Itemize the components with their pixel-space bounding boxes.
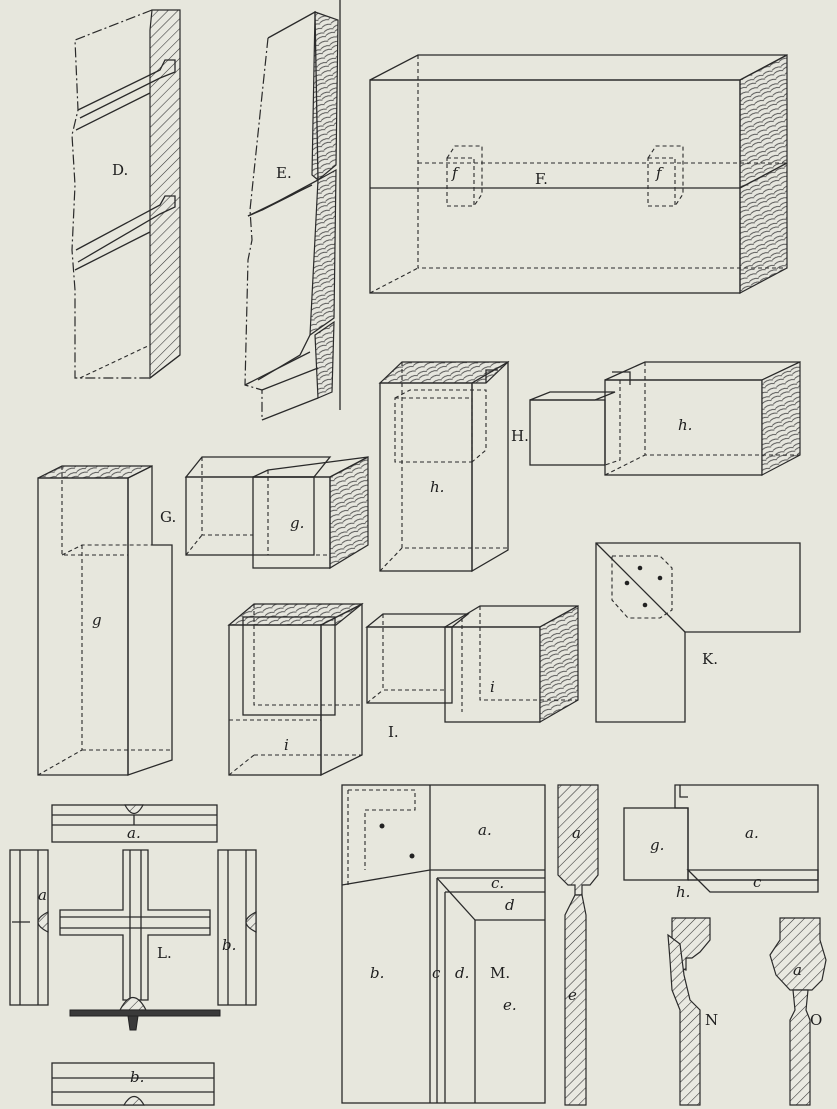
label-e: E. <box>276 164 292 182</box>
label-f2: f <box>655 164 664 182</box>
nail-dot <box>637 565 643 571</box>
label-h-big: H. <box>511 427 529 445</box>
label-no-a: a. <box>745 824 759 842</box>
nail-dot <box>642 602 648 608</box>
figure-h-beam: H. h. <box>511 361 801 476</box>
label-d: D. <box>112 161 128 179</box>
figure-m-section: a e <box>557 784 599 1106</box>
figure-m: a. c. d b. c d. M. e. <box>341 784 546 1104</box>
nail-dot <box>624 580 630 586</box>
label-l-b-right: b. <box>222 936 236 954</box>
figure-no-elevation: g. a. c h. <box>623 784 819 901</box>
label-no-h: h. <box>676 883 690 901</box>
label-f: F. <box>535 170 548 188</box>
label-i-big: I. <box>388 723 399 741</box>
figure-i-beam: I. i <box>365 604 579 741</box>
figure-l: a. a L. b. b. <box>9 804 257 1106</box>
figure-d: D. <box>71 9 181 380</box>
label-g1: g <box>92 611 102 629</box>
label-m-sec-a: a <box>572 824 581 842</box>
label-m-b: b. <box>370 964 384 982</box>
nail-dot <box>657 575 663 581</box>
label-m-e: e. <box>503 996 517 1014</box>
label-h1: h. <box>430 478 444 496</box>
label-m-d1: d <box>505 896 515 914</box>
label-k: K. <box>702 650 718 668</box>
pin-dot <box>409 853 415 859</box>
figure-o: a O <box>769 917 827 1106</box>
label-l: L. <box>157 944 172 962</box>
figure-g-post: g <box>37 464 173 776</box>
label-i1: i <box>284 736 289 754</box>
label-no-c: c <box>753 873 762 891</box>
figure-f: f f F. <box>369 54 788 294</box>
label-m-sec-e: e <box>568 986 577 1004</box>
label-no-g: g. <box>650 836 664 854</box>
figure-k: K. <box>595 542 801 723</box>
figure-h-upright: h. <box>378 360 510 573</box>
figure-i-upright: i <box>227 602 364 777</box>
label-m: M. <box>490 964 510 982</box>
label-m-a: a. <box>478 821 492 839</box>
label-l-a-left: a <box>38 886 47 904</box>
label-f1: f <box>451 164 460 182</box>
label-m-c2: c <box>432 964 441 982</box>
label-l-a-top: a. <box>127 824 141 842</box>
figure-g-block: G. g. <box>160 456 369 570</box>
label-h2: h. <box>678 416 692 434</box>
label-m-d2: d. <box>455 964 469 982</box>
label-i2: i <box>490 678 495 696</box>
label-l-b-bottom: b. <box>130 1068 144 1086</box>
label-g-big: G. <box>160 508 176 526</box>
label-m-c1: c. <box>491 874 504 892</box>
figure-e: E. <box>244 0 341 421</box>
pin-dot <box>379 823 385 829</box>
label-n: N <box>705 1011 718 1029</box>
figure-n: N <box>667 917 718 1106</box>
label-o-a: a <box>793 961 802 979</box>
label-g2: g. <box>290 514 304 532</box>
label-o: O <box>810 1011 822 1029</box>
